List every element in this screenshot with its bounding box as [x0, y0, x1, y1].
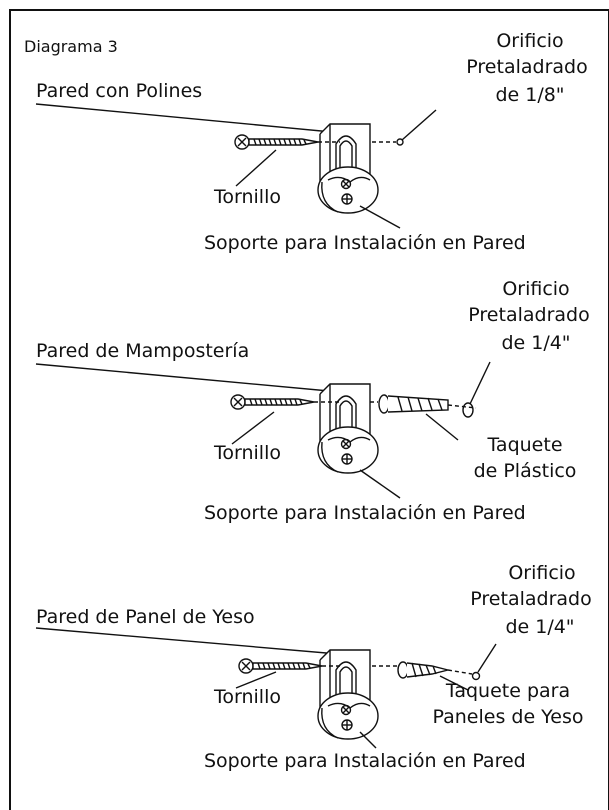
hole-label-3-line3: de 1/4" — [505, 616, 575, 638]
screw-3 — [238, 658, 323, 674]
leader-anchor-2 — [425, 413, 459, 441]
leader-anchor-3 — [439, 675, 469, 691]
bracket-label-2: Soporte para Instalación en Pared — [204, 502, 526, 524]
leader-screw-3 — [235, 671, 277, 689]
bracket-label-3: Soporte para Instalación en Pared — [204, 750, 526, 772]
anchor-label-3-line2: Paneles de Yeso — [432, 706, 584, 728]
anchor-label-3-line1: Taquete para — [445, 680, 571, 702]
pilot-hole-2 — [462, 402, 474, 418]
hole-label-1-line1: Orificio — [496, 30, 564, 52]
wall-type-label-3: Pared de Panel de Yeso — [36, 606, 255, 628]
hole-label-2-line1: Orificio — [502, 278, 570, 300]
screw-label-1: Tornillo — [214, 186, 281, 208]
screw-1 — [234, 134, 319, 150]
leader-wall-2 — [35, 363, 341, 393]
leader-screw-2 — [231, 411, 275, 445]
leader-bracket-1 — [359, 205, 401, 229]
leader-bracket-2 — [359, 469, 401, 499]
screw-2 — [230, 394, 315, 410]
wall-type-label-2: Pared de Mampostería — [36, 340, 250, 362]
hole-label-2-line2: Pretaladrado — [468, 304, 590, 326]
anchor-label-2-line2: de Plástico — [473, 460, 577, 482]
hole-label-3-line1: Orificio — [508, 562, 576, 584]
screw-label-2: Tornillo — [214, 442, 281, 464]
wall-type-label-1: Pared con Polines — [36, 80, 203, 102]
bracket-3 — [317, 649, 379, 740]
hole-label-2-line3: de 1/4" — [501, 332, 571, 354]
leader-wall-3 — [35, 627, 339, 655]
bracket-1 — [317, 123, 379, 214]
pilot-hole-3 — [471, 671, 481, 681]
leader-hole-2 — [469, 361, 491, 405]
plastic-anchor-2 — [378, 394, 477, 414]
pilot-hole-1 — [396, 138, 404, 146]
drywall-anchor-3 — [397, 661, 473, 679]
leader-hole-3 — [477, 643, 497, 673]
diagram-title: Diagrama 3 — [24, 37, 118, 56]
hole-label-1-line3: de 1/8" — [495, 84, 565, 106]
leader-bracket-3 — [359, 731, 377, 749]
bracket-2 — [317, 383, 379, 474]
screw-label-3: Tornillo — [214, 686, 281, 708]
leader-hole-1 — [401, 109, 437, 141]
leader-wall-1 — [35, 103, 333, 133]
hole-label-1-line2: Pretaladrado — [466, 56, 588, 78]
leader-screw-1 — [235, 149, 277, 187]
anchor-label-2-line1: Taquete — [487, 434, 563, 456]
bracket-label-1: Soporte para Instalación en Pared — [204, 232, 526, 254]
hole-label-3-line2: Pretaladrado — [470, 588, 592, 610]
